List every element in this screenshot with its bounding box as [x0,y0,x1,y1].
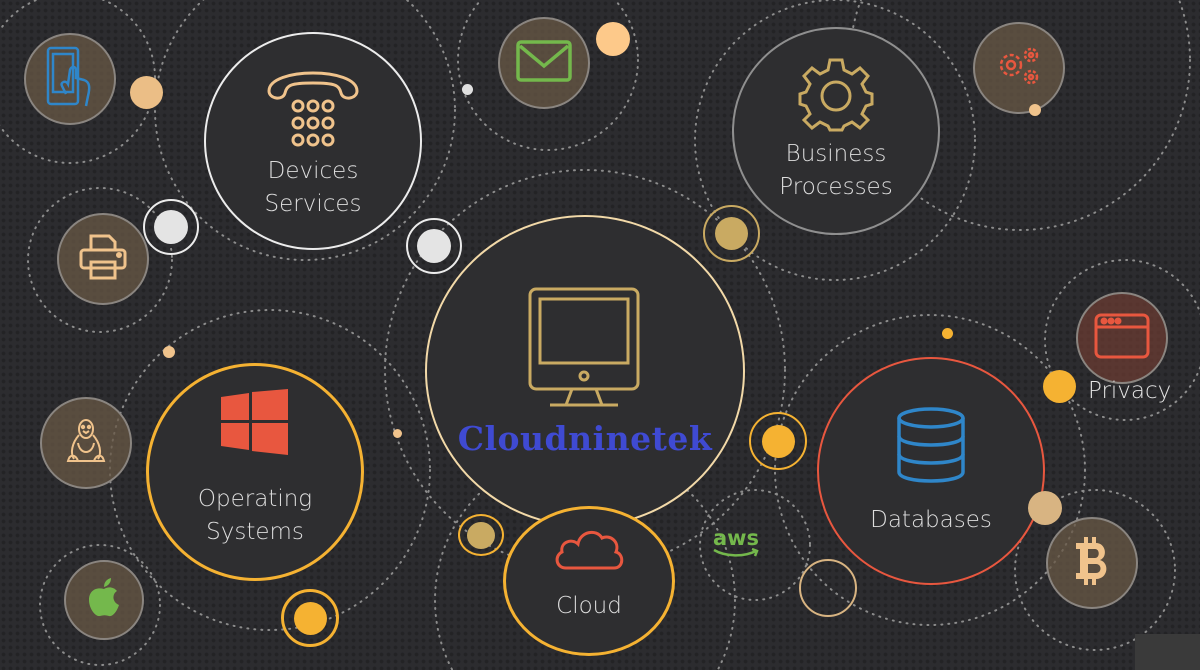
node-label: Systems [206,519,304,545]
connector-ring [406,218,462,274]
connector-ring [143,199,199,255]
node-label: Processes [779,174,893,200]
connector-dot [1028,491,1062,525]
connector-dot [1029,104,1041,116]
windows-icon [221,389,289,459]
node-label: Services [264,191,362,217]
connector-dot [462,84,473,95]
connector-ring [458,514,504,556]
connector-dot [163,346,175,358]
node-label: Business [785,141,887,167]
node-label: Devices [267,158,359,184]
satellite-gears[interactable] [973,22,1065,114]
gears-icon [995,47,1043,89]
monitor-icon [526,285,644,411]
privacy-label: Privacy [1088,378,1172,404]
connector-dot [393,429,402,438]
connector-ring [281,589,339,647]
satellite-bitcoin[interactable] [1046,517,1138,609]
node-devices-services[interactable]: Devices Services [204,32,422,250]
connector-dot [596,22,630,56]
corner-patch [1135,634,1200,670]
tablet-touch-icon [46,46,94,112]
browser-window-icon [1094,313,1150,363]
node-label: Cloud [556,592,622,619]
satellite-linux[interactable] [40,397,132,489]
bitcoin-icon [1074,537,1110,589]
linux-penguin-icon [66,417,106,469]
connector-dot [942,328,953,339]
satellite-privacy[interactable] [1076,292,1168,384]
satellite-aws[interactable]: aws [708,520,764,566]
node-databases[interactable]: Databases [817,357,1045,585]
node-label: Operating [197,486,313,512]
node-label: Databases [870,506,992,533]
node-operating-systems[interactable]: Operating Systems [146,363,364,581]
satellite-apple[interactable] [64,560,144,640]
database-icon [895,406,967,490]
connector-ring [749,412,807,470]
connector-ring [703,205,760,262]
cloud-icon [552,526,626,576]
satellite-mail[interactable] [498,17,590,109]
satellite-printer[interactable] [57,213,149,305]
gear-icon [798,58,874,138]
apple-icon [87,578,121,622]
telephone-icon [263,61,363,155]
brand-title: Cloudninetek [457,418,713,458]
center-node-cloudninetek[interactable]: Cloudninetek [425,215,745,527]
connector-ring [799,559,857,617]
envelope-icon [516,40,572,86]
node-cloud[interactable]: Cloud [503,506,675,656]
connector-dot [1043,370,1076,403]
aws-logo-icon: aws [712,528,760,558]
satellite-tablet[interactable] [24,33,116,125]
node-business-processes[interactable]: Business Processes [732,27,940,235]
connector-dot [130,76,163,109]
printer-icon [79,234,127,284]
